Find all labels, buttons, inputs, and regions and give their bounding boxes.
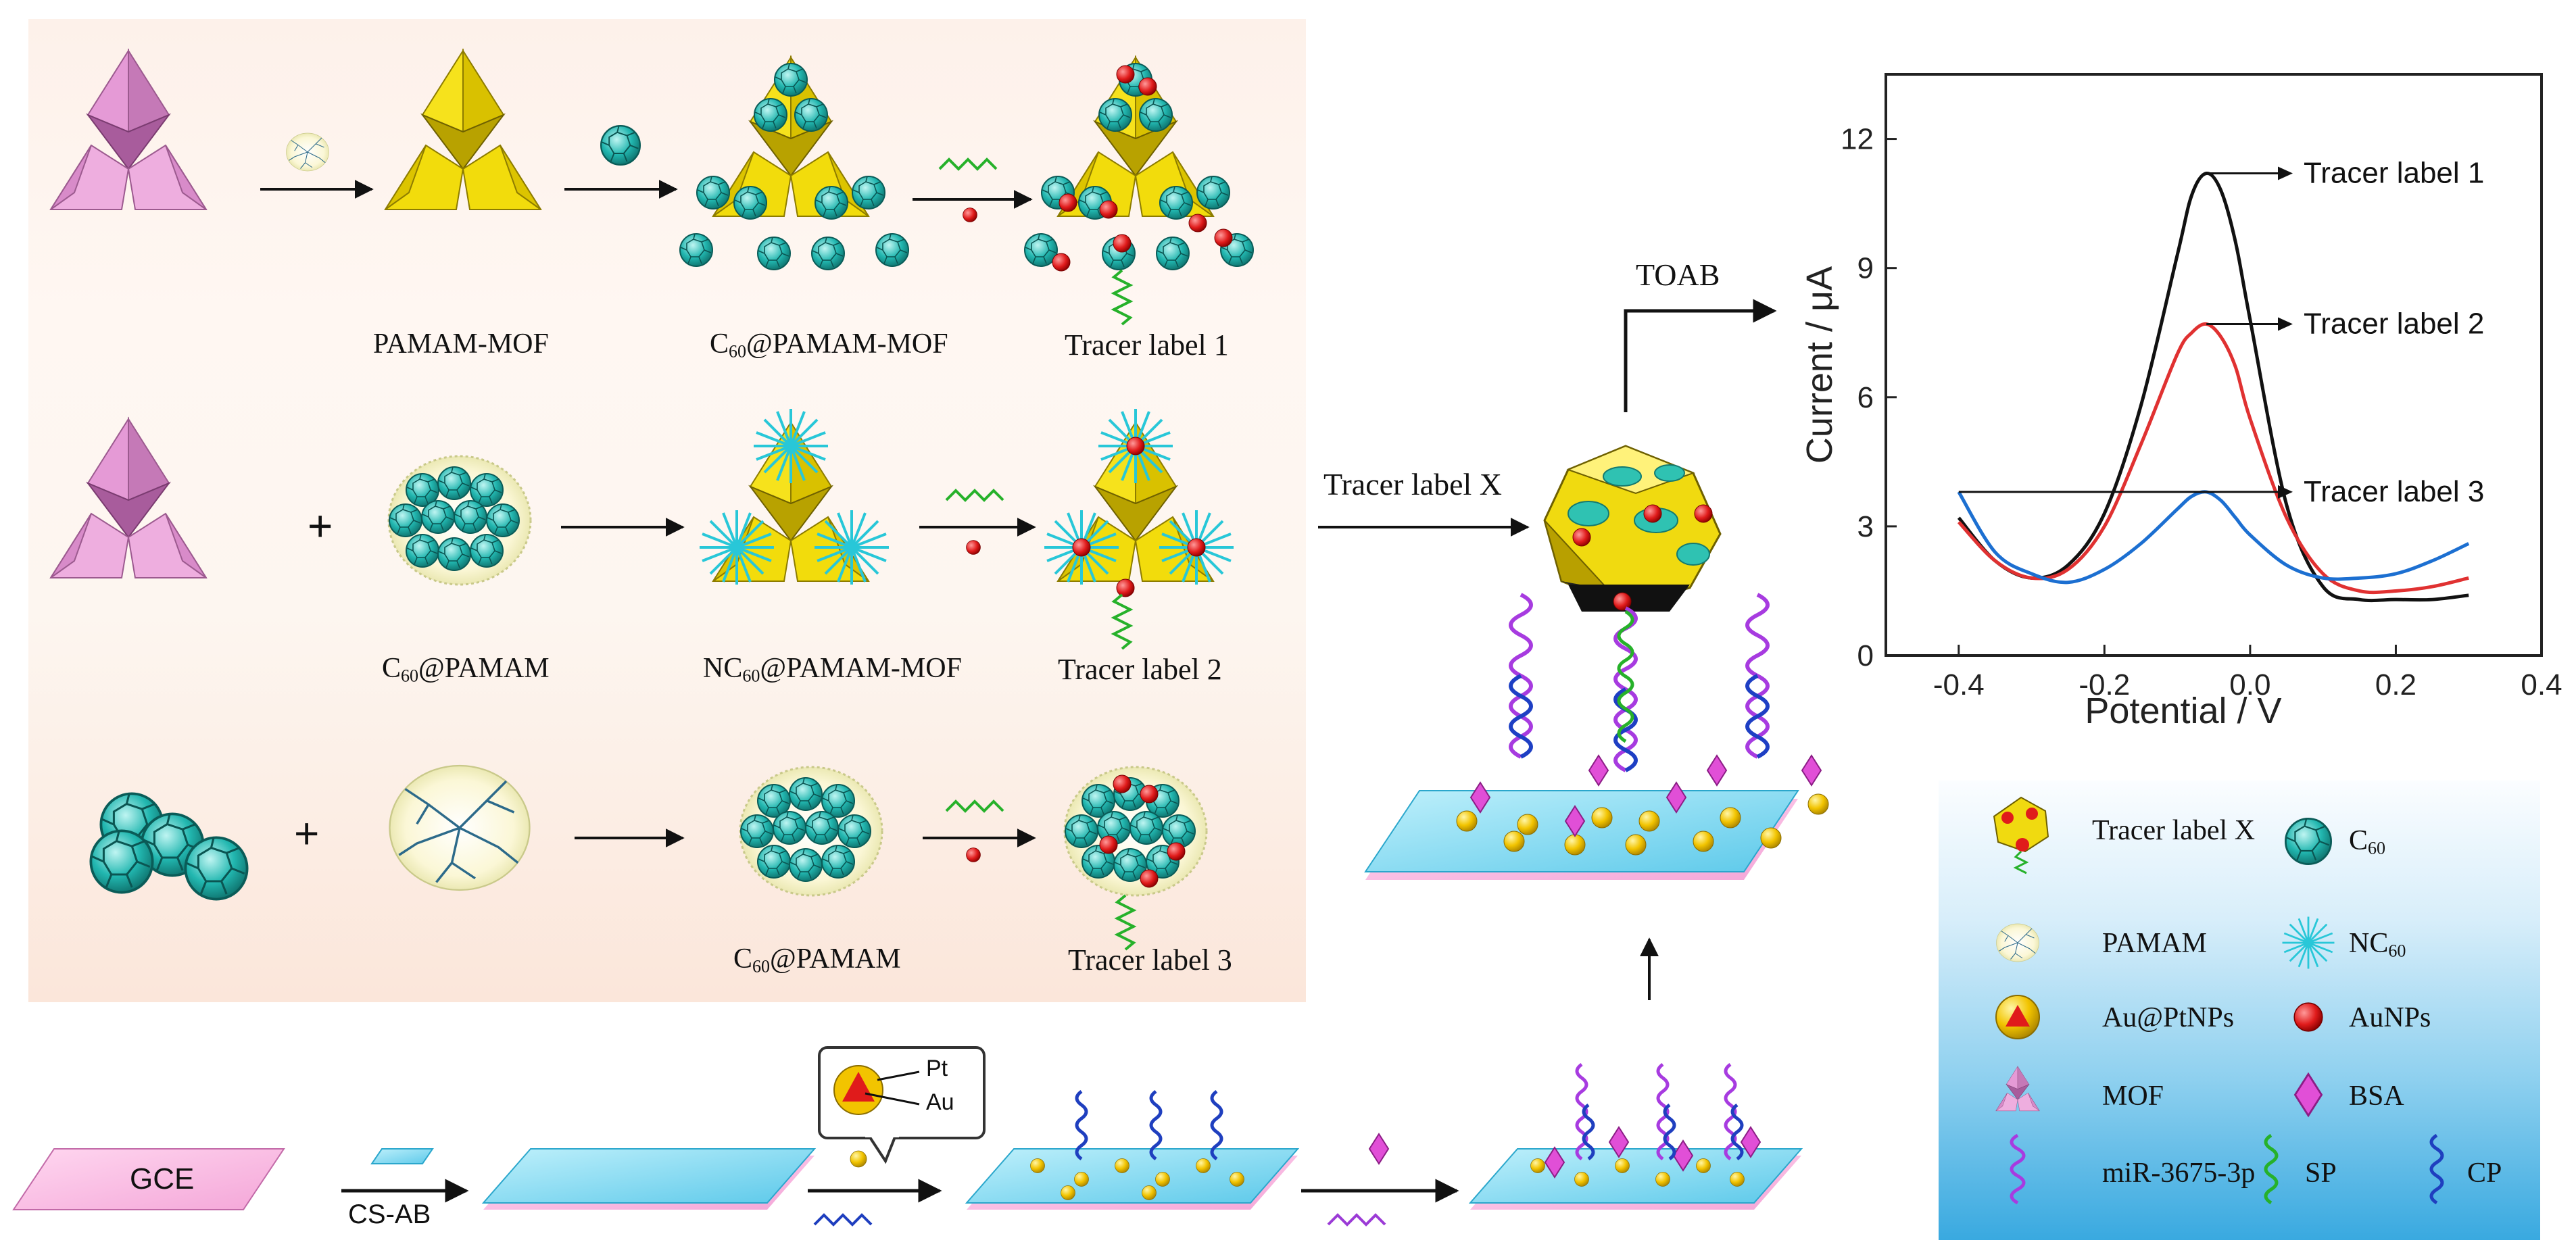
legend-label-mof: MOF bbox=[2102, 1081, 2164, 1112]
legend-label-bsa: BSA bbox=[2349, 1081, 2404, 1112]
plus-sign-row2: + bbox=[308, 501, 333, 550]
gce-plate bbox=[12, 1148, 285, 1210]
label-gce: GCE bbox=[130, 1162, 195, 1195]
label-pamam-mof: PAMAM-MOF bbox=[373, 328, 549, 360]
annotation-arrowhead-3 bbox=[2278, 485, 2293, 499]
annotation-label-3: Tracer label 3 bbox=[2304, 475, 2484, 508]
legend-icons bbox=[1993, 796, 2444, 1205]
y-tick-label: 6 bbox=[1857, 381, 1874, 414]
chart-x-axis-label: Potential / V bbox=[2085, 691, 2281, 730]
legend-label-pamam: PAMAM bbox=[2102, 928, 2207, 959]
legend-label-mirna: miR-3675-3p bbox=[2102, 1158, 2256, 1189]
legend-label-sp: SP bbox=[2305, 1158, 2337, 1189]
annotation-arrowhead-1 bbox=[2278, 166, 2293, 180]
legend-label-au-pt: Au@PtNPs bbox=[2102, 1002, 2235, 1033]
y-tick-label: 0 bbox=[1857, 639, 1874, 672]
label-nc60-pamam-mof: NC60@PAMAM-MOF bbox=[703, 653, 962, 686]
label-tracer-3: Tracer label 3 bbox=[1068, 943, 1232, 977]
legend-label-nc60: NC60 bbox=[2349, 928, 2406, 961]
y-tick-label: 3 bbox=[1857, 510, 1874, 543]
y-tick-label: 9 bbox=[1857, 252, 1874, 285]
annotation-label-2: Tracer label 2 bbox=[2304, 307, 2484, 340]
series-line-1 bbox=[1957, 172, 2469, 603]
label-cs-ab: CS-AB bbox=[348, 1200, 431, 1229]
series-line-2 bbox=[1957, 322, 2469, 595]
label-tracer-1: Tracer label 1 bbox=[1065, 328, 1229, 362]
plus-sign-row3: + bbox=[294, 809, 319, 858]
y-tick-label: 12 bbox=[1841, 123, 1874, 156]
x-tick-label: 0.2 bbox=[2375, 668, 2416, 701]
chart-y-axis-label: Current / μA bbox=[1799, 266, 1840, 464]
legend-label-cp: CP bbox=[2467, 1158, 2502, 1189]
label-tracer-2: Tracer label 2 bbox=[1058, 653, 1222, 686]
label-c60-pamam-mof: C60@PAMAM-MOF bbox=[710, 328, 948, 362]
label-toab: TOAB bbox=[1636, 257, 1720, 292]
dpv-chart: -0.4 -0.2 0.0 0.2 0.4 0 3 6 9 12 Tracer label 1 Tr… bbox=[1799, 73, 2562, 730]
label-au: Au bbox=[926, 1089, 954, 1115]
legend-label-tracer-x: Tracer label X bbox=[2092, 815, 2256, 846]
legend-label-c60: C60 bbox=[2349, 825, 2386, 858]
x-tick-label: -0.2 bbox=[2079, 668, 2130, 701]
tracer-label-x-particle bbox=[1543, 445, 1722, 612]
pt-au-callout-graphic bbox=[833, 1065, 920, 1164]
x-tick-label: -0.4 bbox=[1933, 668, 1985, 701]
annotation-label-1: Tracer label 1 bbox=[2304, 157, 2484, 190]
x-tick-label: 0.0 bbox=[2229, 668, 2270, 701]
annotation-arrowhead-2 bbox=[2278, 317, 2293, 331]
label-tracer-x-arrow: Tracer label X bbox=[1323, 467, 1502, 501]
x-tick-label: 0.4 bbox=[2521, 668, 2562, 701]
label-c60-pamam-row3: C60@PAMAM bbox=[733, 943, 901, 977]
legend-label-aunps: AuNPs bbox=[2349, 1002, 2431, 1033]
label-pt: Pt bbox=[926, 1056, 948, 1081]
label-c60-pamam-row2: C60@PAMAM bbox=[382, 653, 550, 686]
